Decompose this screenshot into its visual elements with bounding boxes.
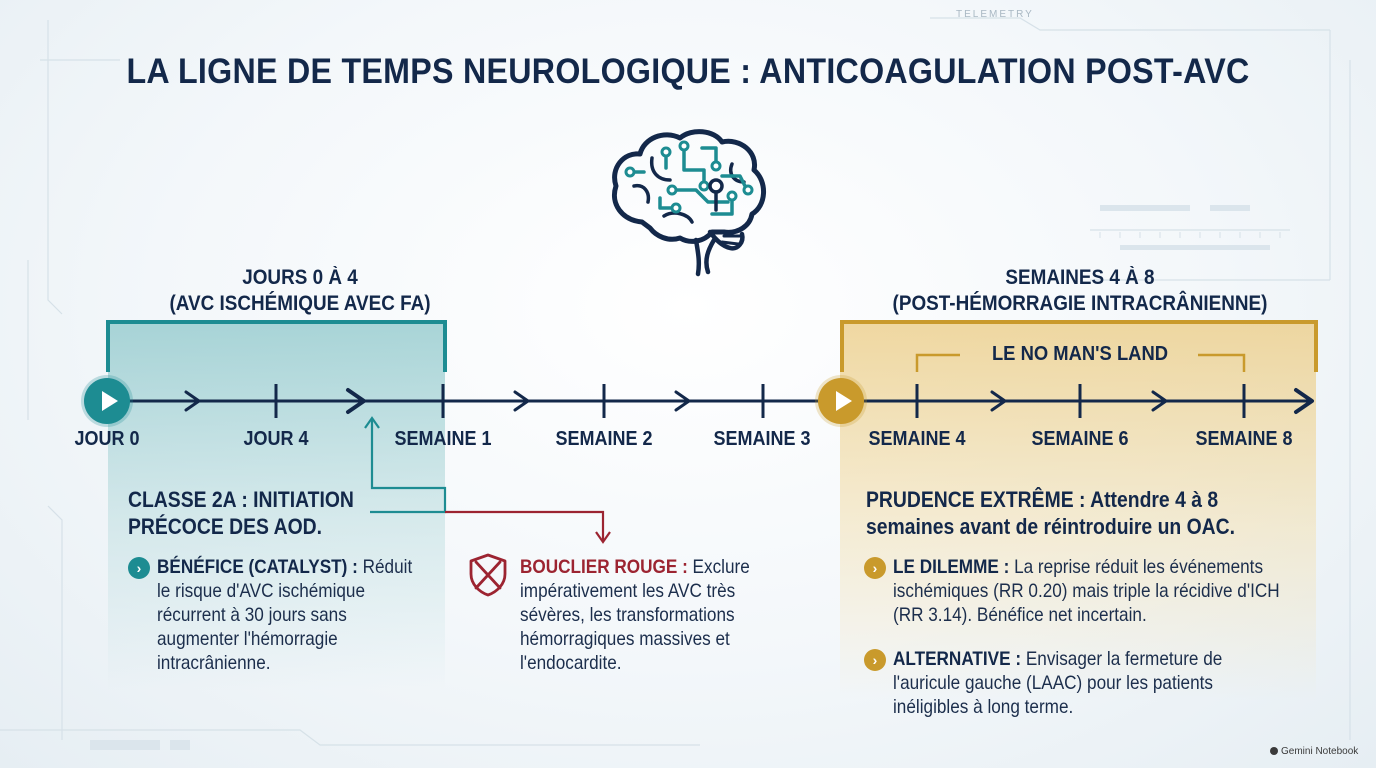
chevron-right-icon: ›: [864, 557, 886, 579]
connector-arrow-down: [595, 531, 611, 544]
dilemme-label: LE DILEMME :: [893, 556, 1010, 578]
tick-label-semaine-1: SEMAINE 1: [394, 428, 492, 450]
left-title-line1: CLASSE 2A : INITIATION: [128, 487, 354, 512]
timeline-arrow: [513, 390, 530, 412]
red-shield-label: BOUCLIER ROUGE :: [520, 556, 688, 578]
left-bullet-label: BÉNÉFICE (CATALYST) :: [157, 556, 358, 578]
left-bullet: BÉNÉFICE (CATALYST) : Réduit le risque d…: [157, 555, 421, 675]
tick-label-semaine-8: SEMAINE 8: [1195, 428, 1293, 450]
red-shield-block: BOUCLIER ROUGE : Exclure impérativement …: [520, 555, 762, 675]
phase-right-line1: SEMAINES 4 À 8: [1005, 266, 1155, 289]
page-title: LA LIGNE DE TEMPS NEUROLOGIQUE : ANTICOA…: [126, 52, 1250, 91]
tick-label-jour-0: JOUR 0: [74, 428, 140, 450]
left-title-line2: PRÉCOCE DES AOD.: [128, 514, 322, 539]
phase-right-panel: [840, 320, 1316, 700]
alternative-text: Envisager la fermeture de l'auricule gau…: [893, 648, 1223, 718]
timeline-arrow: [346, 388, 366, 414]
timeline-arrow: [1294, 388, 1314, 414]
right-block-title: PRUDENCE EXTRÊME : Attendre 4 à 8 semain…: [866, 486, 1280, 540]
timeline-arrow: [1151, 390, 1168, 412]
right-title-line1: PRUDENCE EXTRÊME : Attendre 4 à 8: [866, 487, 1219, 512]
connector-arrow-up: [364, 416, 380, 429]
phase-right-bracket: [840, 320, 1318, 372]
right-title-line2: semaines avant de réintroduire un OAC.: [866, 514, 1236, 539]
no-mans-land-label: LE NO MAN'S LAND: [991, 343, 1169, 365]
dilemme-text: La reprise réduit les événements ischémi…: [893, 556, 1280, 626]
footer-text: Gemini Notebook: [1281, 746, 1359, 757]
tick-label-jour-4: JOUR 4: [243, 428, 309, 450]
timeline-arrow: [184, 390, 201, 412]
connector-red: [445, 510, 605, 540]
notebook-icon: [1270, 747, 1278, 755]
brain-circuit-icon: [604, 124, 774, 284]
left-block-title: CLASSE 2A : INITIATION PRÉCOCE DES AOD.: [128, 486, 392, 540]
timeline-arrow: [990, 390, 1007, 412]
phase-left-bracket: [106, 320, 447, 372]
tick-label-semaine-2: SEMAINE 2: [555, 428, 653, 450]
phase-right-header: SEMAINES 4 À 8 (POST-HÉMORRAGIE INTRACRÂ…: [891, 265, 1269, 317]
phase-left-line1: JOURS 0 À 4: [242, 266, 358, 289]
red-shield-connector: [370, 420, 447, 514]
no-mans-land-bracket: [915, 353, 1246, 372]
alternative-label: ALTERNATIVE :: [893, 648, 1022, 670]
play-icon-start: [84, 378, 130, 424]
chevron-right-icon: ›: [864, 649, 886, 671]
tick-label-semaine-6: SEMAINE 6: [1031, 428, 1129, 450]
play-icon-week4: [818, 378, 864, 424]
timeline-arrow: [674, 390, 691, 412]
tick-label-semaine-4: SEMAINE 4: [868, 428, 966, 450]
crossed-shield-icon: [466, 552, 510, 603]
phase-left-line2: (AVC ISCHÉMIQUE AVEC FA): [169, 292, 431, 315]
left-bullet-text: Réduit le risque d'AVC ischémique récurr…: [157, 556, 413, 674]
red-shield-text: Exclure impérativement les AVC très sévè…: [520, 556, 750, 674]
phase-left-header: JOURS 0 À 4 (AVC ISCHÉMIQUE AVEC FA): [120, 265, 480, 317]
chevron-right-icon: ›: [128, 557, 150, 579]
phase-left-panel: [108, 320, 445, 690]
right-bullet-alternative: ALTERNATIVE : Envisager la fermeture de …: [893, 647, 1271, 719]
telemetry-label: TELEMETRY: [956, 9, 1034, 20]
footer-credit: Gemini Notebook: [1270, 746, 1358, 757]
tick-label-semaine-3: SEMAINE 3: [713, 428, 811, 450]
phase-right-line2: (POST-HÉMORRAGIE INTRACRÂNIENNE): [892, 292, 1268, 315]
right-bullet-dilemme: LE DILEMME : La reprise réduit les événe…: [893, 555, 1307, 627]
